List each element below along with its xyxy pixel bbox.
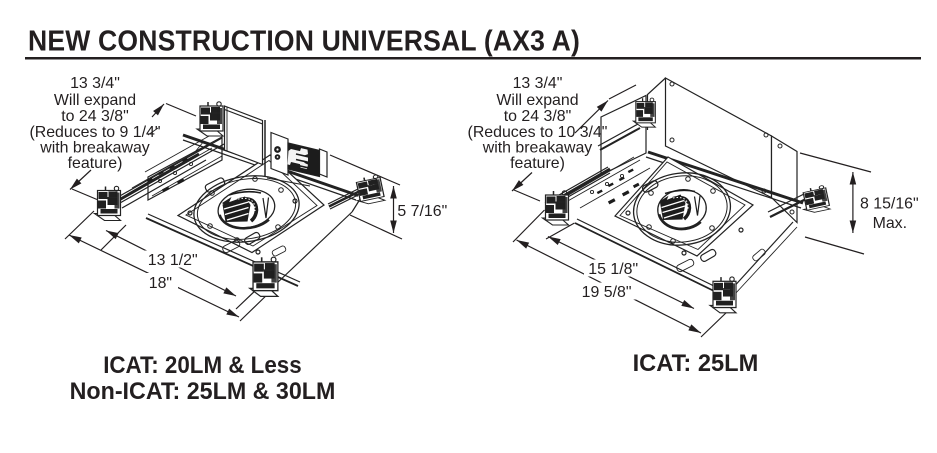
svg-text:(Reduces to 9 1/4": (Reduces to 9 1/4" xyxy=(29,124,160,141)
svg-text:13 1/2": 13 1/2" xyxy=(148,252,198,269)
svg-text:8 15/16": 8 15/16" xyxy=(860,196,919,213)
svg-text:to 24 3/8": to 24 3/8" xyxy=(504,108,572,125)
svg-text:Will expand: Will expand xyxy=(496,92,578,109)
svg-text:Non-ICAT: 25LM & 30LM: Non-ICAT: 25LM & 30LM xyxy=(70,378,336,405)
svg-text:15 1/8": 15 1/8" xyxy=(588,261,638,278)
svg-text:ICAT: 20LM & Less: ICAT: 20LM & Less xyxy=(103,352,302,379)
svg-text:5 7/16": 5 7/16" xyxy=(397,203,447,220)
svg-text:feature): feature) xyxy=(510,155,565,172)
svg-text:NEW CONSTRUCTION UNIVERSAL (AX: NEW CONSTRUCTION UNIVERSAL (AX3 A) xyxy=(28,26,580,58)
svg-text:ICAT: 25LM: ICAT: 25LM xyxy=(633,350,759,377)
svg-text:Max.: Max. xyxy=(873,215,907,232)
svg-text:13 3/4": 13 3/4" xyxy=(70,75,120,92)
svg-text:(Reduces to 10 3/4": (Reduces to 10 3/4" xyxy=(468,124,608,141)
svg-text:feature): feature) xyxy=(68,155,123,172)
svg-text:with breakaway: with breakaway xyxy=(39,140,150,157)
svg-text:13 3/4": 13 3/4" xyxy=(513,75,563,92)
svg-text:19 5/8": 19 5/8" xyxy=(582,284,632,301)
svg-text:to 24 3/8": to 24 3/8" xyxy=(61,108,129,125)
svg-text:18": 18" xyxy=(149,275,172,292)
svg-text:Will expand: Will expand xyxy=(54,92,136,109)
svg-text:with breakaway: with breakaway xyxy=(482,140,593,157)
